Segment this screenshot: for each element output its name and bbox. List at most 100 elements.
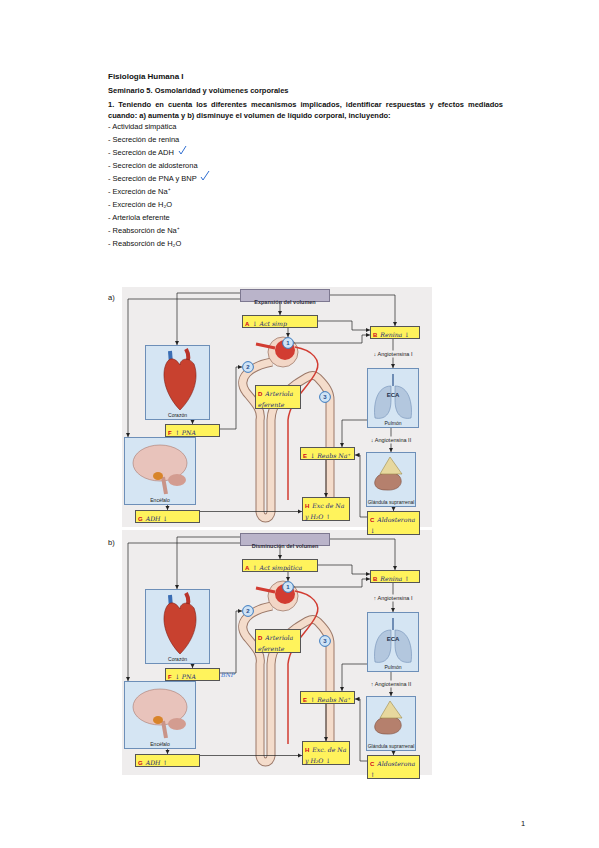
edge-label: ↑ Angiotensina I	[373, 594, 414, 601]
answer-box: CAldosterona ↑	[367, 755, 420, 779]
organ-label: Encéfalo	[125, 741, 195, 747]
box-letter: G	[138, 516, 143, 522]
organ-label: Glándula suprarrenal	[367, 499, 415, 505]
circle-shape	[243, 606, 254, 617]
adrenal-gland	[380, 457, 402, 474]
box-letter: A	[245, 565, 249, 571]
organ-box: Encéfalo	[124, 437, 196, 505]
callout-circle: 3	[319, 391, 331, 403]
check-mark	[201, 171, 209, 180]
handwritten-answer: Arteriola eferente	[258, 390, 293, 408]
answer-box: GADH ↑	[135, 754, 200, 767]
box-letter: H	[305, 747, 309, 753]
handwritten-note: BNP	[221, 671, 235, 678]
list-item: - Secreción de aldosterona	[108, 160, 408, 171]
callout-number: 2	[242, 361, 254, 373]
edge-label: ↓ Angiotensina II	[370, 437, 412, 444]
organ-label: Pulmón	[368, 664, 418, 670]
handwritten-answer: ADH ↓	[146, 515, 168, 522]
bowman-capsule	[268, 337, 298, 367]
figure-panel	[122, 530, 432, 775]
hypothalamus	[153, 472, 163, 480]
subtitle: Seminario 5. Osmolaridad y volúmenes cor…	[108, 85, 588, 96]
box-letter: C	[370, 517, 374, 523]
question-text: 1. Teniendo en cuenta los diferentes mec…	[108, 99, 503, 121]
answer-box: A↑ Act simpática	[242, 559, 318, 572]
efferent-capillary	[288, 347, 318, 500]
answer-box: E↑ Reabs Na⁺	[300, 691, 355, 704]
brain-panel	[124, 437, 196, 505]
header-box: Disminución del volumen	[240, 533, 330, 546]
header-text: Expansión del volumen	[254, 299, 315, 305]
box-letter: A	[245, 321, 249, 327]
handwritten-answer: Renina ↓	[380, 331, 409, 338]
organ-label: Glándula suprarrenal	[367, 743, 415, 749]
handwritten-answer: ↓ PNA	[175, 673, 196, 680]
heart-shape	[164, 359, 196, 410]
handwritten-answer: Exc de Na y H₂O ↑	[305, 502, 344, 520]
circle-shape	[283, 582, 294, 593]
list-item: - Reabsorción de Na⁺	[108, 225, 408, 236]
callout-circle: 2	[242, 605, 254, 617]
handwritten-answer: Renina ↑	[380, 575, 409, 582]
callout-number: 3	[319, 635, 331, 647]
callout-circle: 3	[319, 635, 331, 647]
adrenal-panel	[366, 452, 416, 507]
connector-arrow	[288, 328, 289, 337]
connector-arrow	[200, 511, 302, 512]
answer-box: DArteriola eferente	[255, 385, 301, 409]
connector-arrow	[294, 579, 370, 587]
connector-arrow	[177, 537, 240, 589]
enzyme-label: ECA	[368, 392, 418, 399]
trachea	[392, 374, 394, 386]
circle-shape	[320, 392, 331, 403]
organ-box: Encéfalo	[124, 681, 196, 749]
callout-circle: 2	[242, 361, 254, 373]
answer-box: HExc de Na y H₂O ↑	[302, 497, 350, 521]
cerebellum	[168, 474, 186, 486]
answer-box: F↓ PNABNP	[165, 668, 220, 681]
callout-number: 1	[282, 337, 294, 349]
page-label: 1	[521, 818, 541, 829]
circle-shape	[243, 362, 254, 373]
header-text: Disminución del volumen	[252, 543, 319, 549]
edge-label: ↑ Angiotensina II	[370, 681, 412, 688]
enzyme-label: ECA	[368, 636, 418, 643]
page-label: a)	[108, 292, 128, 303]
handwritten-answer: ↓ Reabs Na⁺	[310, 452, 351, 459]
box-letter: H	[305, 503, 309, 509]
lung-shape	[375, 386, 391, 418]
connector-arrow	[200, 755, 302, 756]
callout-number: 1	[282, 581, 294, 593]
page-label: b)	[108, 537, 128, 548]
brainstem	[163, 477, 166, 494]
box-letter: E	[303, 453, 307, 459]
organ-box: Glándula suprarrenal	[366, 696, 416, 751]
connector-arrow	[128, 299, 240, 437]
organ-box: Corazón	[145, 345, 210, 420]
answer-box: BRenina ↑	[370, 570, 420, 583]
handwritten-answer: ↓ Act simp	[252, 320, 287, 327]
connector-arrow	[342, 420, 367, 447]
callout-circle: 1	[282, 337, 294, 349]
circle-shape	[283, 338, 294, 349]
box-letter: D	[258, 635, 262, 641]
connector-arrow	[220, 367, 242, 429]
organ-label: Pulmón	[368, 420, 418, 426]
connector-arrow	[318, 321, 370, 330]
check-mark	[179, 146, 186, 154]
list-item: - Actividad simpática	[108, 121, 408, 132]
connector-arrow	[318, 565, 370, 574]
heart-panel	[145, 345, 210, 420]
organ-box: ECA Pulmón	[367, 368, 419, 428]
organ-box: ECA Pulmón	[367, 612, 419, 672]
organ-box: Corazón	[145, 589, 210, 664]
callout-number: 3	[319, 391, 331, 403]
list-item: - Excreción de H₂O	[108, 199, 408, 210]
kidney-shape	[375, 472, 402, 490]
handwritten-answer: Aldosterona ↑	[370, 760, 415, 778]
handwritten-answer: ↑ Reabs Na⁺	[310, 696, 351, 703]
